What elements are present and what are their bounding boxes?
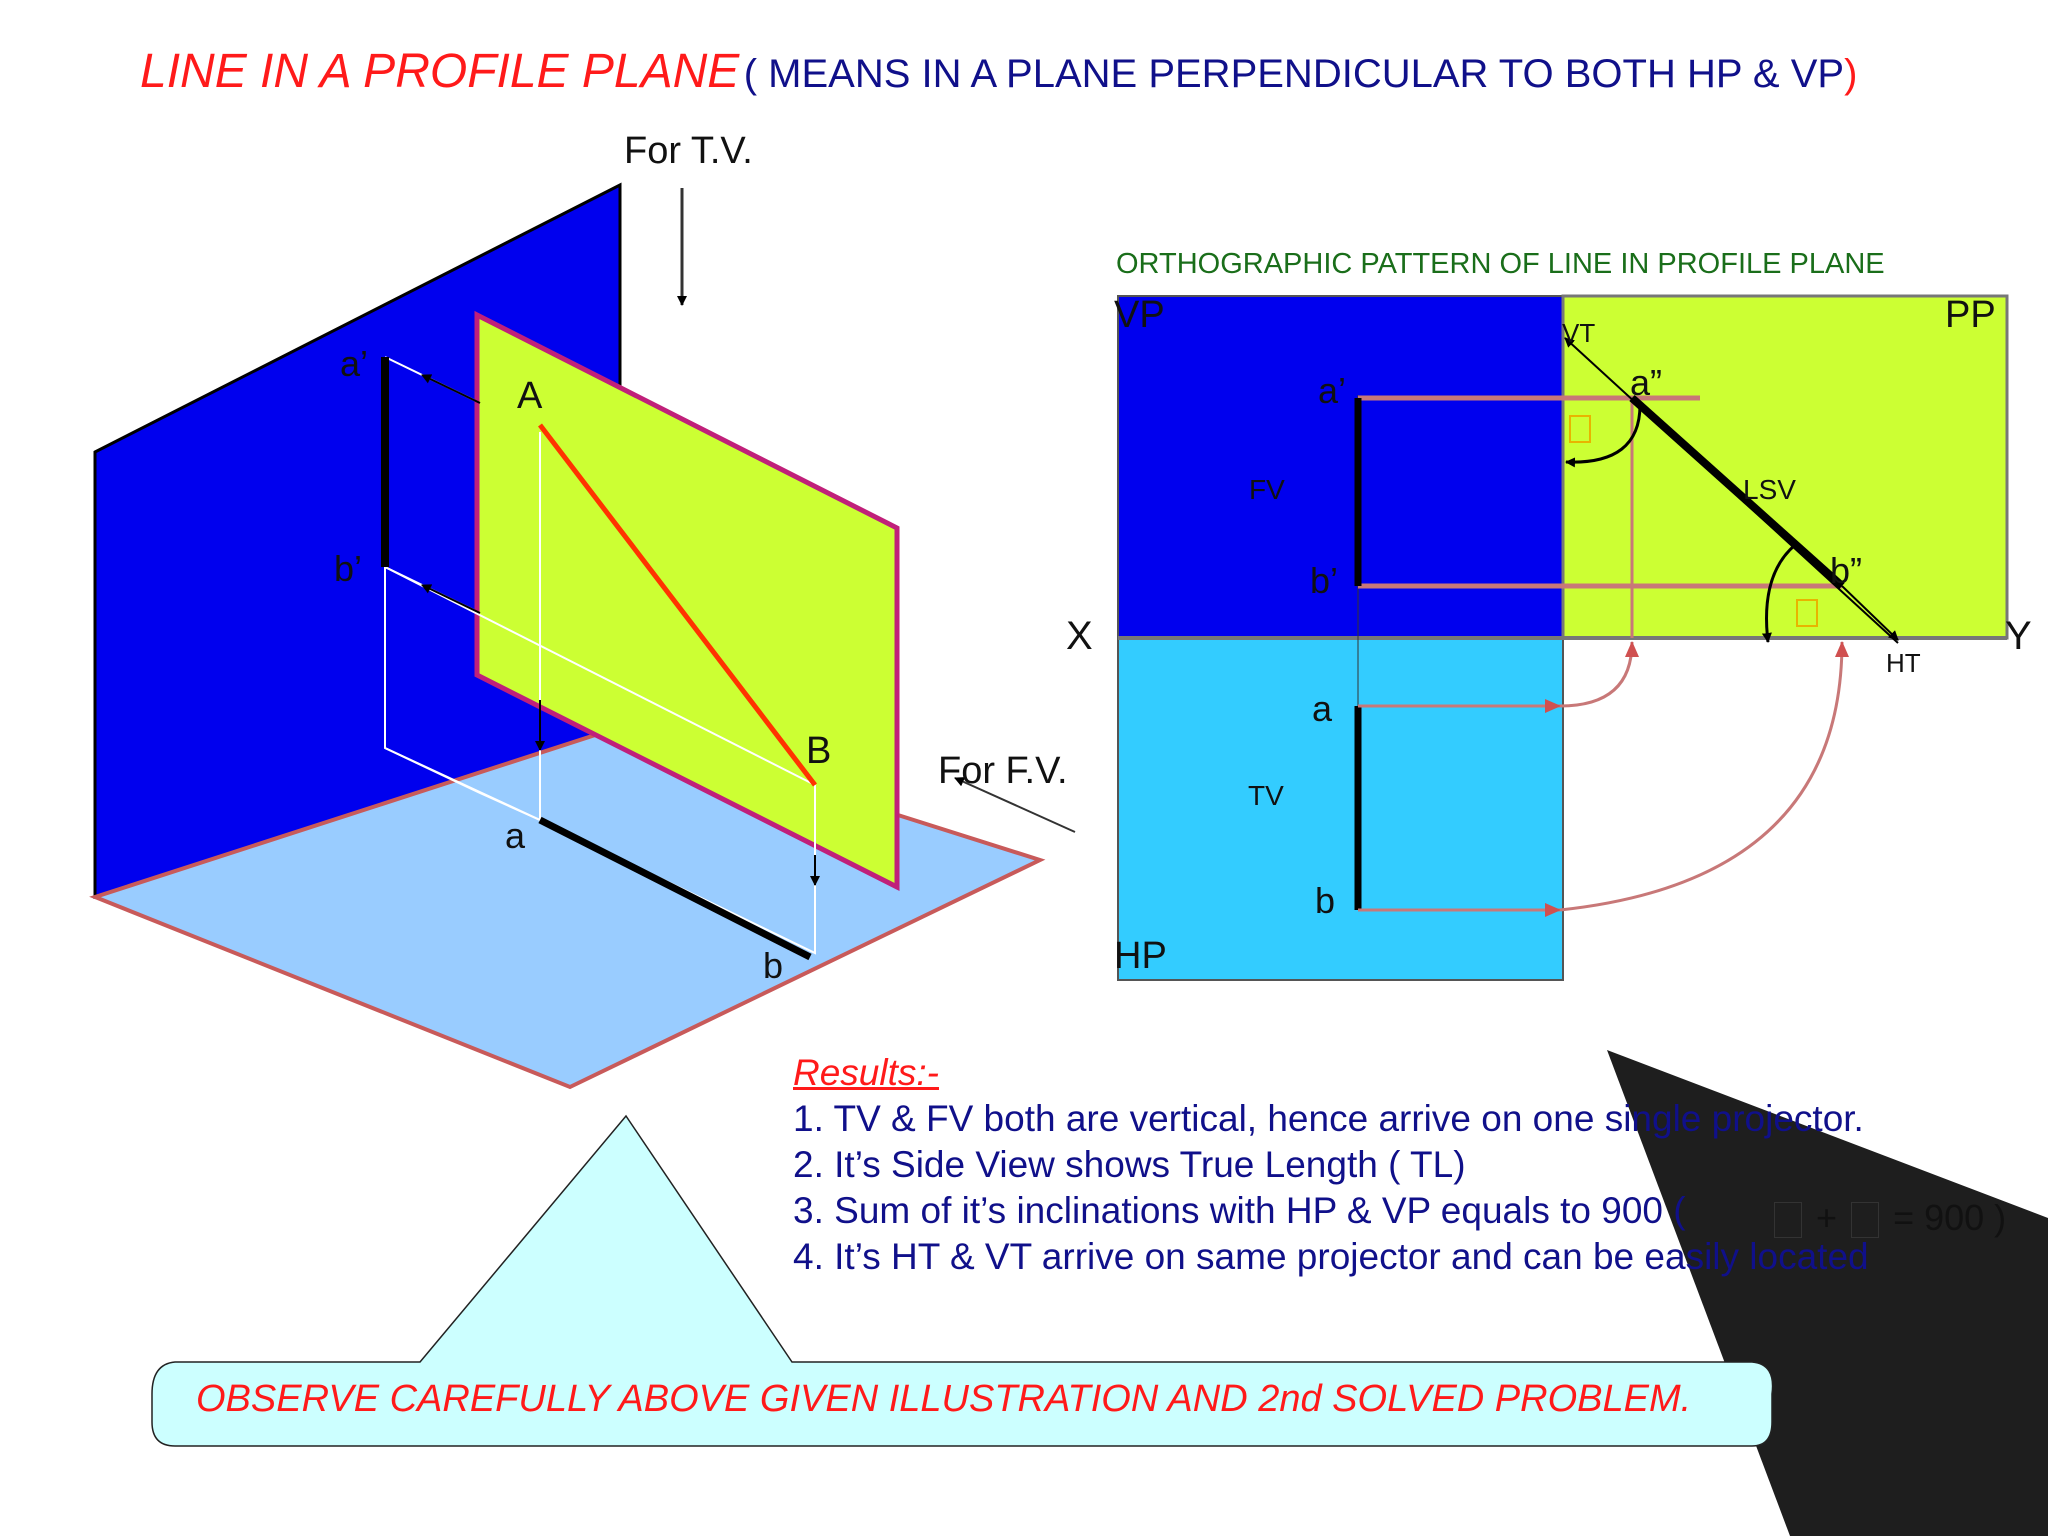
point-A-label: A [517, 375, 543, 417]
point-a-dash-label: a’ [340, 343, 369, 384]
result-item-3: 3. Sum of it’s inclinations with HP & VP… [793, 1190, 1686, 1231]
lsv-ht-arrow [1841, 585, 1899, 641]
transfer-arc-a [1559, 641, 1639, 708]
title-close-paren: ) [1844, 52, 1858, 96]
line-AB [538, 423, 817, 787]
arrow-to-b-dash [421, 584, 481, 614]
fv-direction-arrow [954, 777, 1076, 833]
phi-symbol-icon [1851, 1202, 1880, 1239]
ortho-a-dash-label: a’ [1318, 370, 1347, 411]
dark-corner-shape [1607, 1050, 2048, 1536]
vp-label: VP [1114, 294, 1165, 336]
theta-symbol-box [1569, 415, 1591, 443]
ortho-b-label: b [1315, 880, 1336, 921]
vt-label: VT [1562, 318, 1596, 348]
construction-line-b [384, 566, 816, 786]
angle-arc-vp [1565, 404, 1642, 468]
point-b-dash-label: b’ [334, 548, 363, 589]
hp-label: HP [1114, 935, 1167, 977]
phi-symbol-box [1796, 599, 1818, 627]
page-title: LINE IN A PROFILE PLANE ( MEANS IN A PLA… [140, 44, 2040, 99]
title-main: LINE IN A PROFILE PLANE [140, 45, 740, 98]
a-double-dash-label: a” [1630, 362, 1663, 403]
observe-callout-bubble [151, 1114, 1774, 1447]
results-heading: Results:- [793, 1052, 939, 1093]
x-label: X [1066, 614, 1093, 658]
transfer-arc-b [1559, 641, 1849, 912]
ortho-hp-rect [1117, 637, 1564, 981]
profile-plane-pp [474, 310, 900, 892]
sum-tail: = 900 ) [1893, 1197, 2007, 1238]
point-b-label: b [763, 945, 784, 986]
point-B-label: B [806, 730, 832, 772]
sum-plus: + [1816, 1197, 1838, 1238]
observe-callout-text: OBSERVE CAREFULLY ABOVE GIVEN ILLUSTRATI… [196, 1378, 1692, 1420]
result-item-2: 2. It’s Side View shows True Length ( TL… [793, 1144, 1466, 1185]
point-a-label: a [505, 815, 526, 856]
isometric-view [89, 182, 1076, 1090]
b-double-dash-label: b” [1830, 550, 1863, 591]
ortho-pp-rect [1561, 294, 2009, 640]
angle-sum-note: + = 900 ) [1770, 1197, 2006, 1239]
arrow-to-a-dash [421, 374, 481, 404]
result-item-4: 4. It’s HT & VT arrive on same projector… [793, 1236, 1869, 1277]
lsv-line [1629, 395, 1845, 589]
for-tv-label: For T.V. [624, 130, 753, 172]
ortho-b-dash-label: b’ [1310, 560, 1339, 601]
pp-label: PP [1945, 294, 1996, 336]
ortho-vp-rect [1117, 295, 1564, 639]
lsv-label: LSV [1743, 474, 1796, 505]
tv-label: TV [1248, 780, 1284, 811]
results-block: Results:- 1. TV & FV both are vertical, … [793, 1050, 2013, 1280]
theta-symbol-icon [1774, 1202, 1802, 1239]
title-subtitle: ( MEANS IN A PLANE PERPENDICULAR TO BOTH… [743, 52, 1845, 96]
ortho-a-label: a [1312, 688, 1333, 729]
angle-arc-hp [1761, 543, 1796, 643]
y-label: Y [2005, 614, 2032, 658]
ht-label: HT [1886, 648, 1921, 678]
fv-label: FV [1249, 474, 1285, 505]
for-fv-label: For F.V. [938, 750, 1068, 792]
orthographic-view [1117, 294, 2009, 981]
orthographic-heading: ORTHOGRAPHIC PATTERN OF LINE IN PROFILE … [1116, 248, 1885, 280]
top-view-line [538, 816, 812, 961]
result-item-1: 1. TV & FV both are vertical, hence arri… [793, 1098, 1864, 1139]
